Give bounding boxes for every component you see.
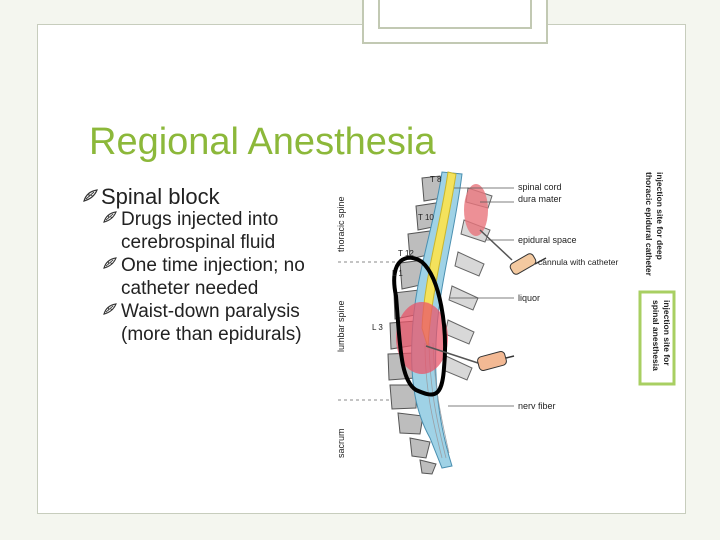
label-nerve-fiber: nerv fiber <box>518 401 556 411</box>
leaf-bullet-icon <box>103 303 117 315</box>
vertebra-label: T 12 <box>398 249 414 258</box>
bullet-one-time-injection: One time injection; no catheter needed <box>121 255 305 299</box>
epidural-cannula <box>479 229 547 275</box>
label-spinal-cord: spinal cord <box>518 182 562 192</box>
leaf-bullet-icon <box>103 211 117 223</box>
leaf-bullet-icon <box>83 189 98 202</box>
spinal-zone <box>396 302 448 374</box>
label-thoracic-spine: thoracic spine <box>336 196 346 252</box>
bullet-level2: One time injection; no catheter needed <box>83 254 323 300</box>
decorative-tab-inner <box>378 0 532 29</box>
vertebra-label: L 1 <box>392 269 403 278</box>
leaf-bullet-icon <box>103 257 117 269</box>
bullet-drugs-csf: Drugs injected into cerebrospinal fluid <box>121 209 279 253</box>
decorative-tab <box>362 0 548 44</box>
label-lumbar-spine: lumbar spine <box>336 300 346 352</box>
bullet-spinal-block: Spinal block <box>101 184 220 209</box>
bullet-list: Spinal block Drugs injected into cerebro… <box>83 185 323 346</box>
label-epidural-site-line1: injection site for deep <box>655 172 665 260</box>
label-spinal-site-line2: spinal anesthesia <box>651 300 661 371</box>
bullet-level1: Spinal block <box>83 185 323 208</box>
label-epidural-space: epidural space <box>518 235 577 245</box>
epidural-zone <box>464 184 488 236</box>
bullet-waist-down-paralysis: Waist-down paralysis (more than epidural… <box>121 301 302 345</box>
vertebra-label: T 10 <box>418 213 434 222</box>
vertebra-label: L 3 <box>372 323 383 332</box>
spinal-site-box <box>638 290 676 386</box>
bullet-level2: Drugs injected into cerebrospinal fluid <box>83 208 323 254</box>
label-liquor: liquor <box>518 293 540 303</box>
highlight-outline <box>392 255 448 397</box>
label-epidural-site-line2: thoracic epidural catheter <box>644 172 654 277</box>
spinal-needle <box>425 345 515 371</box>
vertebra-label: T 8 <box>430 175 442 184</box>
label-cannula: cannula with catheter <box>538 257 618 267</box>
label-spinal-site-line1: injection site for <box>662 300 672 366</box>
content-frame <box>37 24 686 514</box>
bullet-level2: Waist-down paralysis (more than epidural… <box>83 300 323 346</box>
label-dura-mater: dura mater <box>518 194 562 204</box>
leader-lines <box>448 187 514 407</box>
slide-title: Regional Anesthesia <box>89 121 436 163</box>
spine-diagram: T 8 T 10 T 12 L 1 L 3 spinal cord dura m… <box>336 171 676 475</box>
label-sacrum: sacrum <box>336 428 346 458</box>
